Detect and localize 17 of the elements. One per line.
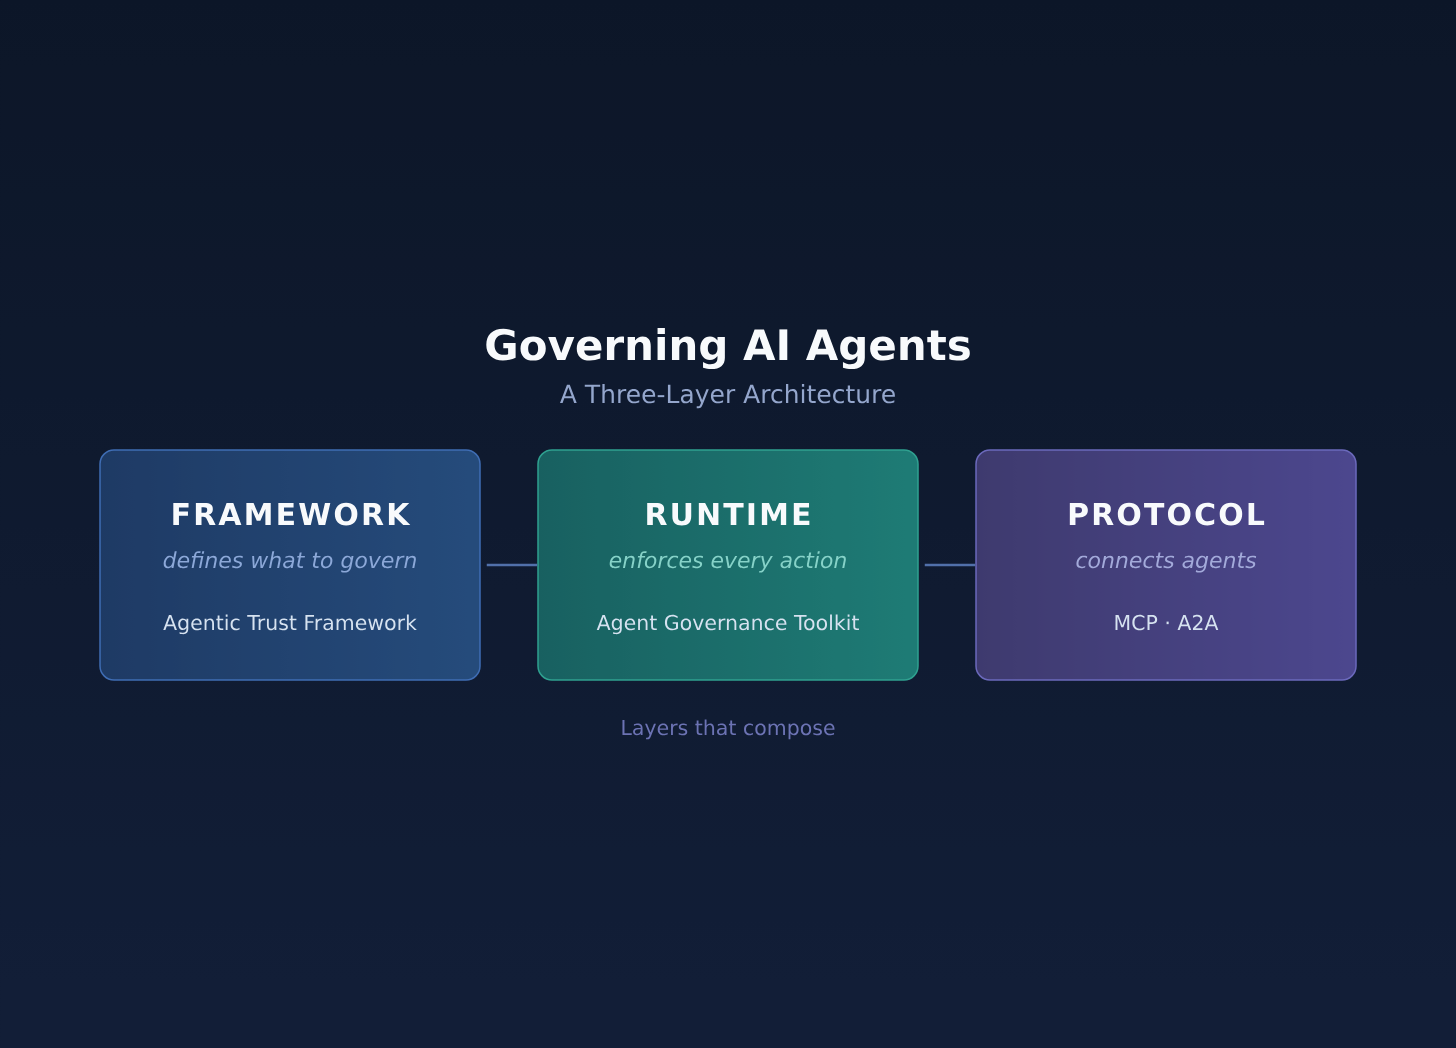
caption: Layers that compose xyxy=(622,719,835,740)
connector-line xyxy=(924,563,976,567)
layer-tagline: defines what to govern xyxy=(163,551,416,573)
layer-example: MCP · A2A xyxy=(1115,614,1219,631)
layer-tagline: connects agents xyxy=(1076,552,1257,573)
subtitle: A Three-Layer Architecture xyxy=(560,384,895,409)
layer-heading: PROTOCOL xyxy=(1069,502,1265,526)
layer-box xyxy=(537,449,919,681)
layer-box xyxy=(99,449,481,681)
layer-heading: RUNTIME xyxy=(647,503,810,526)
layer-tagline: enforces every action xyxy=(609,551,846,573)
layer-box xyxy=(975,449,1357,681)
layer-heading: FRAMEWORK xyxy=(173,502,411,526)
title: Governing AI Agents xyxy=(486,328,970,370)
connector-line xyxy=(486,563,538,567)
layer-example: Agentic Trust Framework xyxy=(163,614,417,635)
layer-example: Agent Governance Toolkit xyxy=(596,614,859,635)
